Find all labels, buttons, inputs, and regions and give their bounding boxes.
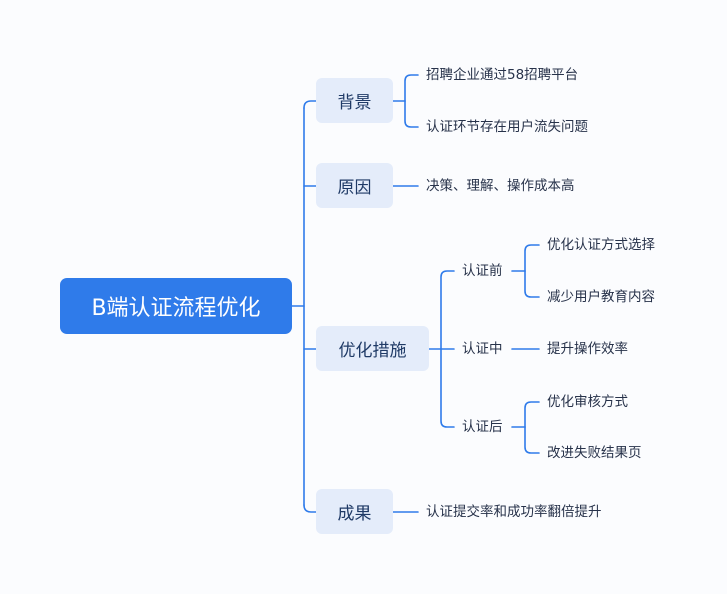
leaf-background-2[interactable]: 认证环节存在用户流失问题: [426, 119, 588, 135]
node-reason[interactable]: 原因: [316, 163, 393, 208]
leaf-reason-1[interactable]: 决策、理解、操作成本高: [426, 178, 575, 194]
node-during-auth[interactable]: 认证中: [462, 341, 503, 357]
node-before-auth[interactable]: 认证前: [462, 263, 503, 279]
node-result[interactable]: 成果: [316, 489, 393, 534]
leaf-after-2[interactable]: 改进失败结果页: [547, 445, 642, 461]
node-background[interactable]: 背景: [316, 78, 393, 123]
root-node[interactable]: B端认证流程优化: [60, 278, 292, 334]
leaf-result-1[interactable]: 认证提交率和成功率翻倍提升: [426, 504, 602, 520]
leaf-before-2[interactable]: 减少用户教育内容: [547, 289, 655, 305]
leaf-during-1[interactable]: 提升操作效率: [547, 341, 628, 357]
node-after-auth[interactable]: 认证后: [462, 419, 503, 435]
leaf-before-1[interactable]: 优化认证方式选择: [547, 237, 655, 253]
node-measures[interactable]: 优化措施: [316, 326, 429, 371]
leaf-after-1[interactable]: 优化审核方式: [547, 394, 628, 410]
leaf-background-1[interactable]: 招聘企业通过58招聘平台: [426, 67, 579, 83]
